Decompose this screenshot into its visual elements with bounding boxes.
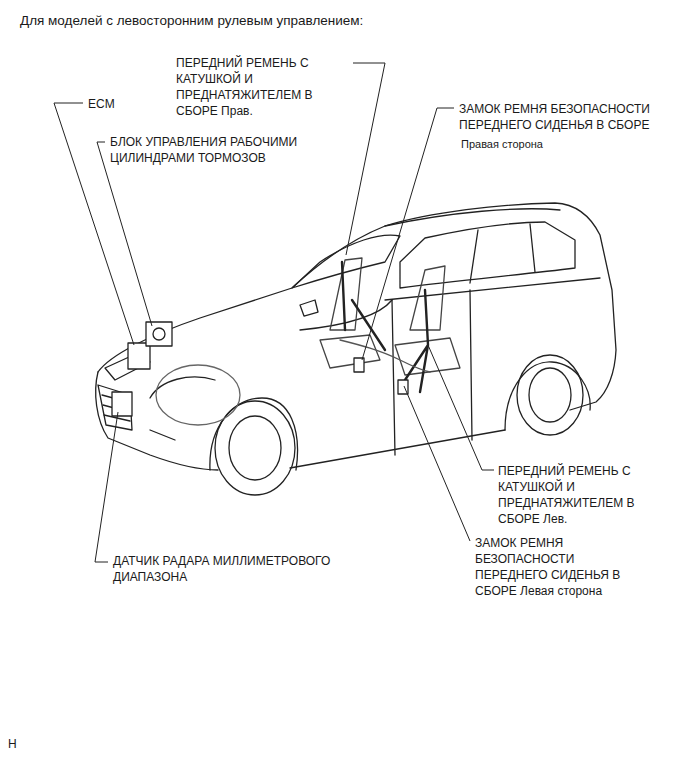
part-label: ECM — [88, 96, 148, 112]
part-label: БЛОК УПРАВЛЕНИЯ РАБОЧИМИ ЦИЛИНДРАМИ ТОРМ… — [110, 134, 346, 166]
part-label: H — [8, 736, 38, 752]
part-label: ПЕРЕДНИЙ РЕМЕНЬ С КАТУШКОЙ И ПРЕДНАТЯЖИТ… — [176, 55, 332, 119]
part-label: ЗАМОК РЕМНЯ БЕЗОПАСНОСТИ ПЕРЕДНЕГО СИДЕН… — [459, 101, 667, 133]
part-label: ДАТЧИК РАДАРА МИЛЛИМЕТРОВОГО ДИАПАЗОНА — [113, 553, 373, 585]
page-title: Для моделей с левосторонним рулевым упра… — [20, 12, 363, 30]
part-label: Правая сторона — [461, 136, 611, 152]
part-label: ПЕРЕДНИЙ РЕМЕНЬ С КАТУШКОЙ И ПРЕДНАТЯЖИТ… — [498, 463, 654, 527]
part-label: ЗАМОК РЕМНЯ БЕЗОПАСНОСТИ ПЕРЕДНЕГО СИДЕН… — [475, 535, 643, 599]
